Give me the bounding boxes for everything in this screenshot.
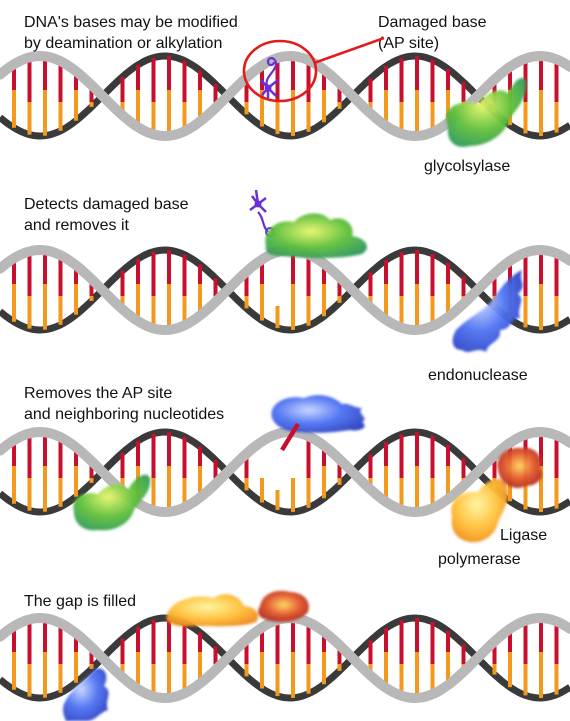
ligase-enzyme-icon xyxy=(497,447,543,489)
excised-nucleotide-icon xyxy=(280,422,300,452)
dna-backbone-front xyxy=(0,426,570,518)
step3-caption-line2: and neighboring nucleotides xyxy=(24,406,224,423)
callout-label-line1: Damaged base xyxy=(378,14,487,31)
callout-leader-line xyxy=(313,36,385,65)
dna-helix-1 xyxy=(0,50,570,142)
endonuclease-enzyme-released-icon xyxy=(63,668,109,721)
glycosylase-enzyme-released-icon xyxy=(73,474,151,531)
glycosylase-enzyme-bound-icon xyxy=(265,213,367,258)
step4-caption-line1: The gap is filled xyxy=(24,593,136,610)
polymerase-enzyme-icon xyxy=(451,478,509,543)
ligase-enzyme-bound-icon xyxy=(258,590,309,622)
callout-label-line2: (AP site) xyxy=(378,35,439,52)
polymerase-enzyme-bound-icon xyxy=(166,594,259,627)
step1-caption-line1: DNA's bases may be modified xyxy=(24,14,238,31)
damaged-base-icon xyxy=(260,57,279,98)
polymerase-label: polymerase xyxy=(438,551,521,568)
dna-helix-4 xyxy=(0,612,570,704)
glycosylase-label: glycolsylase xyxy=(424,158,510,175)
glycosylase-enzyme-icon xyxy=(446,77,527,147)
step2-caption-line2: and removes it xyxy=(24,217,129,234)
step2-caption-line1: Detects damaged base xyxy=(24,196,189,213)
callout-circle xyxy=(242,39,318,103)
endonuclease-label: endonuclease xyxy=(428,367,528,384)
ligase-label: Ligase xyxy=(500,527,547,544)
endonuclease-enzyme-icon xyxy=(452,270,523,352)
dna-backbone-front xyxy=(0,50,570,142)
step1-caption-line2: by deamination or alkylation xyxy=(24,35,222,52)
endonuclease-enzyme-bound-icon xyxy=(271,395,365,433)
step3-caption-line1: Removes the AP site xyxy=(24,385,172,402)
